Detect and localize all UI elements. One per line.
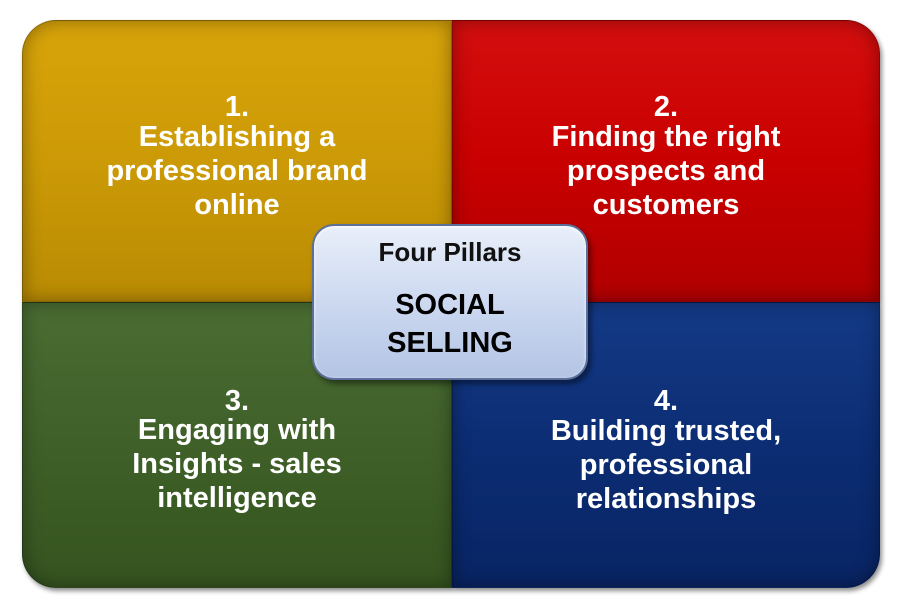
pillar-4-text: Building trusted, professional relations…: [550, 415, 782, 515]
pillar-1-quadrant: 1. Establishing a professional brand onl…: [22, 20, 452, 302]
pillar-1-number: 1.: [224, 91, 250, 123]
pillar-4-number: 4.: [653, 385, 679, 417]
center-subtitle: SOCIAL SELLING: [387, 289, 513, 359]
center-title: Four Pillars: [378, 237, 522, 267]
pillar-1-text: Establishing a professional brand online: [106, 121, 368, 221]
pillar-2-text: Finding the right prospects and customer…: [551, 121, 781, 221]
pillar-2-number: 2.: [653, 91, 679, 123]
pillar-3-number: 3.: [224, 385, 250, 417]
pillar-3-text: Engaging with Insights - sales intellige…: [132, 414, 342, 514]
center-label-box: Four Pillars SOCIAL SELLING: [312, 224, 588, 380]
